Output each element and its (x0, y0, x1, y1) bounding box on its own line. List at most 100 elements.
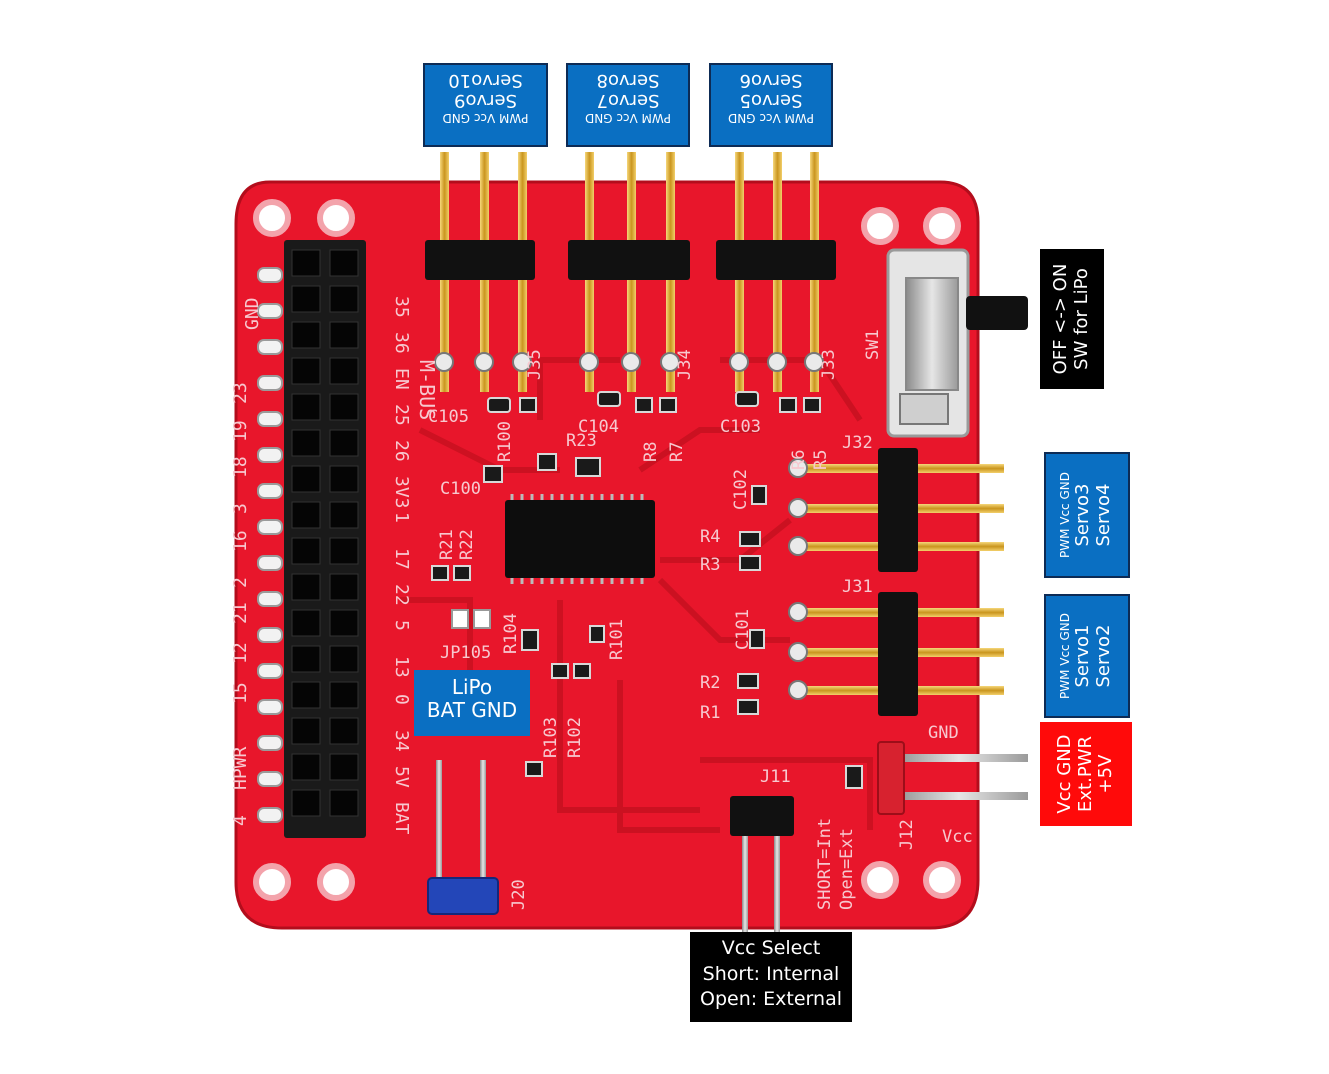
ref-r100: R100 (495, 421, 515, 462)
ref-jp105: JP105 (440, 643, 491, 663)
pin-label: 34 (391, 730, 412, 752)
ext-power-line1: Vcc GND (1053, 734, 1075, 814)
ext-power-line3: +5V (1095, 754, 1117, 794)
vcc-select-line2: Short: Internal (702, 962, 840, 985)
ext-power-label: Vcc GND Ext.PWR +5V (1040, 722, 1132, 826)
ext-power-line2: Ext.PWR (1074, 736, 1096, 812)
servo-7-8-pins: PWM Vcc GND (585, 111, 672, 126)
servo-1-2-label: PWM Vcc GND Servo1 Servo2 (1044, 594, 1130, 718)
servo-7-8-label: PWM Vcc GND Servo7 Servo8 (566, 63, 690, 147)
pin-label: 23 (230, 382, 251, 404)
servo-9-10-line1: Servo9 (453, 90, 518, 112)
ref-r23: R23 (566, 431, 597, 451)
silkscreen-pin-labels: GND 35 36 EN 25 23 19 26 18 3V3 3 1 16 1… (230, 296, 412, 835)
switch-label-line1: OFF <-> ON (1050, 263, 1072, 375)
ref-c105: C105 (428, 407, 469, 427)
ref-gnd: GND (928, 723, 959, 743)
ref-j32: J32 (842, 433, 873, 453)
lipo-label-line1: LiPo (451, 675, 493, 699)
switch-label-line2: SW for LiPo (1071, 268, 1092, 370)
ref-r3: R3 (700, 555, 720, 575)
pin-label: 15 (230, 682, 251, 704)
ref-j12: J12 (897, 819, 917, 850)
vcc-select-line1: Vcc Select (721, 937, 821, 959)
ref-mbus: M-BUS (415, 360, 439, 420)
pin-label: 26 (391, 440, 412, 462)
left-pin-header (257, 240, 366, 838)
right-servo-headers (788, 448, 1004, 716)
servo-1-2-line2: Servo2 (1092, 624, 1114, 688)
pin-label: 5V (391, 766, 412, 788)
servo-5-6-pins: PWM Vcc GND (728, 111, 815, 126)
ref-j20: J20 (509, 879, 529, 910)
servo-3-4-label: PWM Vcc GND Servo3 Servo4 (1044, 452, 1130, 578)
pin-label: 2 (230, 577, 251, 588)
pin-label: 22 (391, 584, 412, 606)
ref-j33: J33 (819, 349, 839, 380)
mounting-holes (253, 199, 961, 901)
pin-label: 3 (230, 503, 251, 514)
pin-label: 16 (230, 530, 251, 552)
ref-r21: R21 (437, 529, 457, 560)
pin-label: 5 (391, 620, 412, 631)
pin-label: 3V3 (391, 476, 412, 509)
ref-c100: C100 (440, 479, 481, 499)
ref-r2: R2 (700, 673, 720, 693)
pin-label: 36 (391, 332, 412, 354)
ref-j31: J31 (842, 577, 873, 597)
ref-r6: R6 (789, 450, 809, 470)
ext-power-header (877, 741, 1028, 815)
ref-short-int: SHORT=Int (815, 818, 835, 910)
ref-sw1: SW1 (863, 329, 883, 360)
smd-components (431, 391, 863, 789)
pin-label: EN (391, 368, 412, 390)
vcc-select-line3: Open: External (699, 988, 843, 1011)
pin-label: 21 (230, 602, 251, 624)
ref-r104: R104 (501, 613, 521, 654)
pin-label: 18 (230, 456, 251, 478)
pin-label: GND (242, 297, 263, 330)
ref-j11: J11 (760, 767, 791, 787)
ref-r1: R1 (700, 703, 720, 723)
ref-c101: C101 (733, 609, 753, 650)
pin-label: 35 (391, 296, 412, 318)
pin-label: 1 (391, 512, 412, 523)
servo-3-4-line1: Servo3 (1072, 483, 1094, 547)
power-switch (886, 248, 1028, 438)
servo-3-4-pins: PWM Vcc GND (1058, 472, 1073, 559)
lipo-header (427, 760, 499, 915)
pin-label: 17 (391, 548, 412, 570)
ref-r22: R22 (457, 529, 477, 560)
pin-label: 13 (391, 656, 412, 678)
lipo-label: LiPo BAT GND (414, 670, 530, 736)
main-ic (505, 494, 655, 584)
jp105-pads (451, 609, 491, 629)
pin-label: 19 (230, 420, 251, 442)
ref-r101: R101 (607, 619, 627, 660)
lipo-label-line2: BAT GND (426, 698, 518, 722)
ref-open-ext: Open=Ext (837, 828, 857, 910)
servo-9-10-label: PWM Vcc GND Servo9 Servo10 (423, 63, 548, 147)
ref-c102: C102 (731, 469, 751, 510)
servo-1-2-pins: PWM Vcc GND (1058, 613, 1073, 700)
ref-vcc: Vcc (942, 827, 973, 847)
servo-7-8-line2: Servo8 (596, 69, 660, 91)
ref-c103: C103 (720, 417, 761, 437)
pin-label: 0 (391, 694, 412, 705)
ref-r103: R103 (541, 717, 561, 758)
ref-r5: R5 (811, 450, 831, 470)
switch-label: OFF <-> ON SW for LiPo (1040, 249, 1104, 389)
servo-5-6-label: PWM Vcc GND Servo5 Servo6 (709, 63, 833, 147)
servo-9-10-line2: Servo10 (448, 69, 523, 91)
servo-5-6-line2: Servo6 (739, 69, 803, 91)
ref-j35: J35 (525, 349, 545, 380)
ref-r7: R7 (667, 442, 687, 462)
servo-1-2-line1: Servo1 (1072, 624, 1094, 688)
pin-label: 25 (391, 404, 412, 426)
silkscreen-refs: J35 J34 J33 J32 J31 J11 J12 J20 SW1 C100… (415, 329, 973, 910)
servo-9-10-pins: PWM Vcc GND (442, 111, 529, 126)
servo-7-8-line1: Servo7 (596, 90, 660, 112)
pin-label: 4 (230, 815, 251, 826)
ref-r102: R102 (565, 717, 585, 758)
